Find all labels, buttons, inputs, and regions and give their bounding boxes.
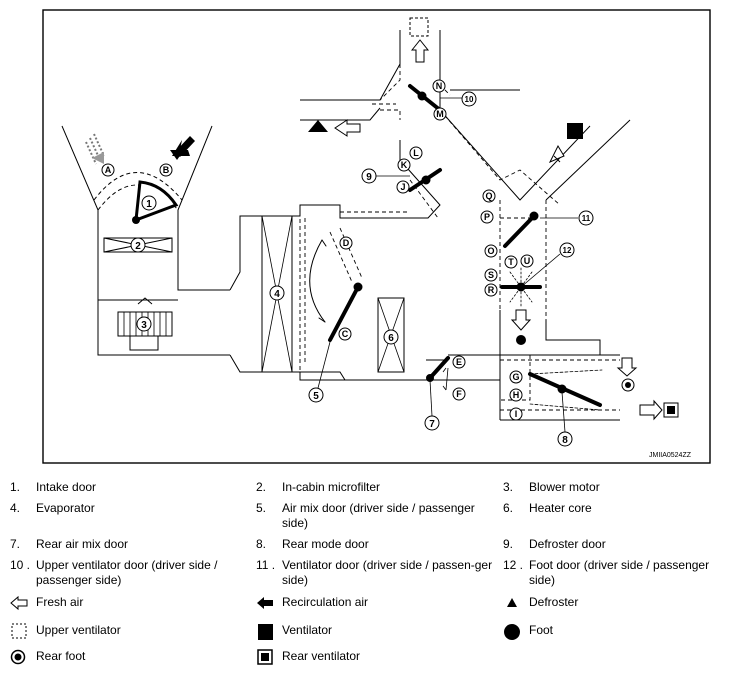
- svg-text:O: O: [487, 246, 494, 256]
- callout-T: T: [504, 255, 518, 269]
- filled-square-icon: [567, 123, 583, 139]
- svg-text:I: I: [515, 409, 518, 419]
- callout-3: 3: [136, 316, 152, 332]
- svg-text:P: P: [484, 212, 490, 222]
- callout-E: E: [452, 355, 466, 369]
- svg-text:9: 9: [366, 172, 372, 183]
- svg-text:3: 3: [141, 320, 147, 331]
- callout-10: 10: [461, 91, 477, 107]
- svg-text:F: F: [456, 389, 462, 399]
- filled-square-icon: [258, 624, 273, 640]
- triangle-icon: [308, 120, 328, 132]
- svg-text:G: G: [512, 372, 519, 382]
- dashed-square-icon: [11, 623, 27, 639]
- callout-1: 1: [141, 195, 157, 211]
- svg-text:R: R: [488, 285, 495, 295]
- letter-callouts: A B C D E F G H I J K L M N O P Q R S T …: [101, 79, 534, 421]
- airflow-arrows: [85, 17, 679, 421]
- callout-Q: Q: [482, 189, 496, 203]
- svg-text:8: 8: [562, 435, 568, 446]
- svg-text:10: 10: [465, 95, 474, 104]
- callout-8: 8: [557, 431, 573, 447]
- callout-U: U: [520, 254, 534, 268]
- svg-text:T: T: [508, 257, 514, 267]
- callout-B: B: [159, 163, 173, 177]
- diagram-frame: [42, 9, 711, 464]
- airflow-diagram: A B C D E F G H I J K L M N O P Q R S T …: [42, 9, 711, 464]
- rear-vent-arrow-icon: [639, 399, 663, 421]
- svg-text:U: U: [524, 256, 531, 266]
- callout-N: N: [432, 79, 446, 93]
- callout-J: J: [396, 180, 410, 194]
- callout-M: M: [433, 107, 447, 121]
- svg-text:2: 2: [135, 241, 141, 252]
- recirculation-arrow-icon: [257, 597, 273, 609]
- svg-text:L: L: [413, 148, 419, 158]
- svg-text:K: K: [401, 160, 408, 170]
- dashed-square-icon: [409, 17, 429, 37]
- callout-C: C: [338, 327, 352, 341]
- callout-G: G: [509, 370, 523, 384]
- svg-text:Q: Q: [485, 191, 492, 201]
- svg-text:7: 7: [429, 419, 435, 430]
- callout-7: 7: [424, 415, 440, 431]
- svg-text:S: S: [488, 270, 494, 280]
- doors: [309, 84, 603, 411]
- svg-text:J: J: [400, 182, 405, 192]
- rear-air-mix-door: [428, 356, 450, 380]
- svg-text:1: 1: [146, 199, 152, 210]
- callout-F: F: [452, 387, 466, 401]
- svg-text:6: 6: [388, 333, 394, 344]
- callout-D: D: [339, 236, 353, 250]
- vent-arrow-icon: [548, 144, 565, 163]
- air-mix-door: [328, 285, 360, 342]
- svg-text:4: 4: [274, 289, 280, 300]
- diagram-code: JMIIA0524ZZ: [649, 452, 692, 459]
- svg-text:11: 11: [582, 214, 591, 223]
- blower-motor: [117, 297, 173, 351]
- callout-R: R: [484, 283, 498, 297]
- svg-text:5: 5: [313, 391, 319, 402]
- circle-dot-icon: [10, 649, 26, 665]
- upper-vent-arrow-icon: [410, 39, 430, 63]
- ventilator-door: [503, 213, 537, 248]
- intake-housing: [61, 125, 501, 381]
- callout-5: 5: [308, 387, 324, 403]
- svg-text:N: N: [436, 81, 443, 91]
- svg-text:D: D: [343, 238, 350, 248]
- callout-9: 9: [361, 168, 377, 184]
- fresh-air-arrow-icon: [10, 595, 28, 611]
- svg-text:E: E: [456, 357, 462, 367]
- callout-A: A: [101, 163, 115, 177]
- svg-text:12: 12: [563, 246, 572, 255]
- callout-4: 4: [269, 285, 285, 301]
- square-in-square-icon: [257, 649, 273, 665]
- callout-2: 2: [130, 237, 146, 253]
- callout-H: H: [509, 388, 523, 402]
- number-callouts: 1 2 3 4 5 6 7 8 9 10 11 12: [130, 91, 594, 447]
- callout-P: P: [480, 210, 494, 224]
- svg-text:A: A: [105, 165, 112, 175]
- callout-12: 12: [559, 242, 575, 258]
- callout-S: S: [484, 268, 498, 282]
- callout-O: O: [484, 244, 498, 258]
- triangle-icon: [507, 598, 517, 607]
- svg-text:B: B: [163, 165, 170, 175]
- svg-text:H: H: [513, 390, 520, 400]
- callout-I: I: [509, 407, 523, 421]
- foot-arrow-icon: [510, 309, 532, 331]
- callout-K: K: [397, 158, 411, 172]
- svg-text:M: M: [436, 109, 444, 119]
- callout-L: L: [409, 146, 423, 160]
- callout-11: 11: [578, 210, 594, 226]
- filled-circle-icon: [504, 624, 520, 640]
- fresh-air-arrow-icon: [334, 119, 361, 137]
- rear-foot-arrow-icon: [616, 357, 638, 377]
- filled-circle-icon: [516, 335, 526, 345]
- svg-text:C: C: [342, 329, 349, 339]
- callout-6: 6: [383, 329, 399, 345]
